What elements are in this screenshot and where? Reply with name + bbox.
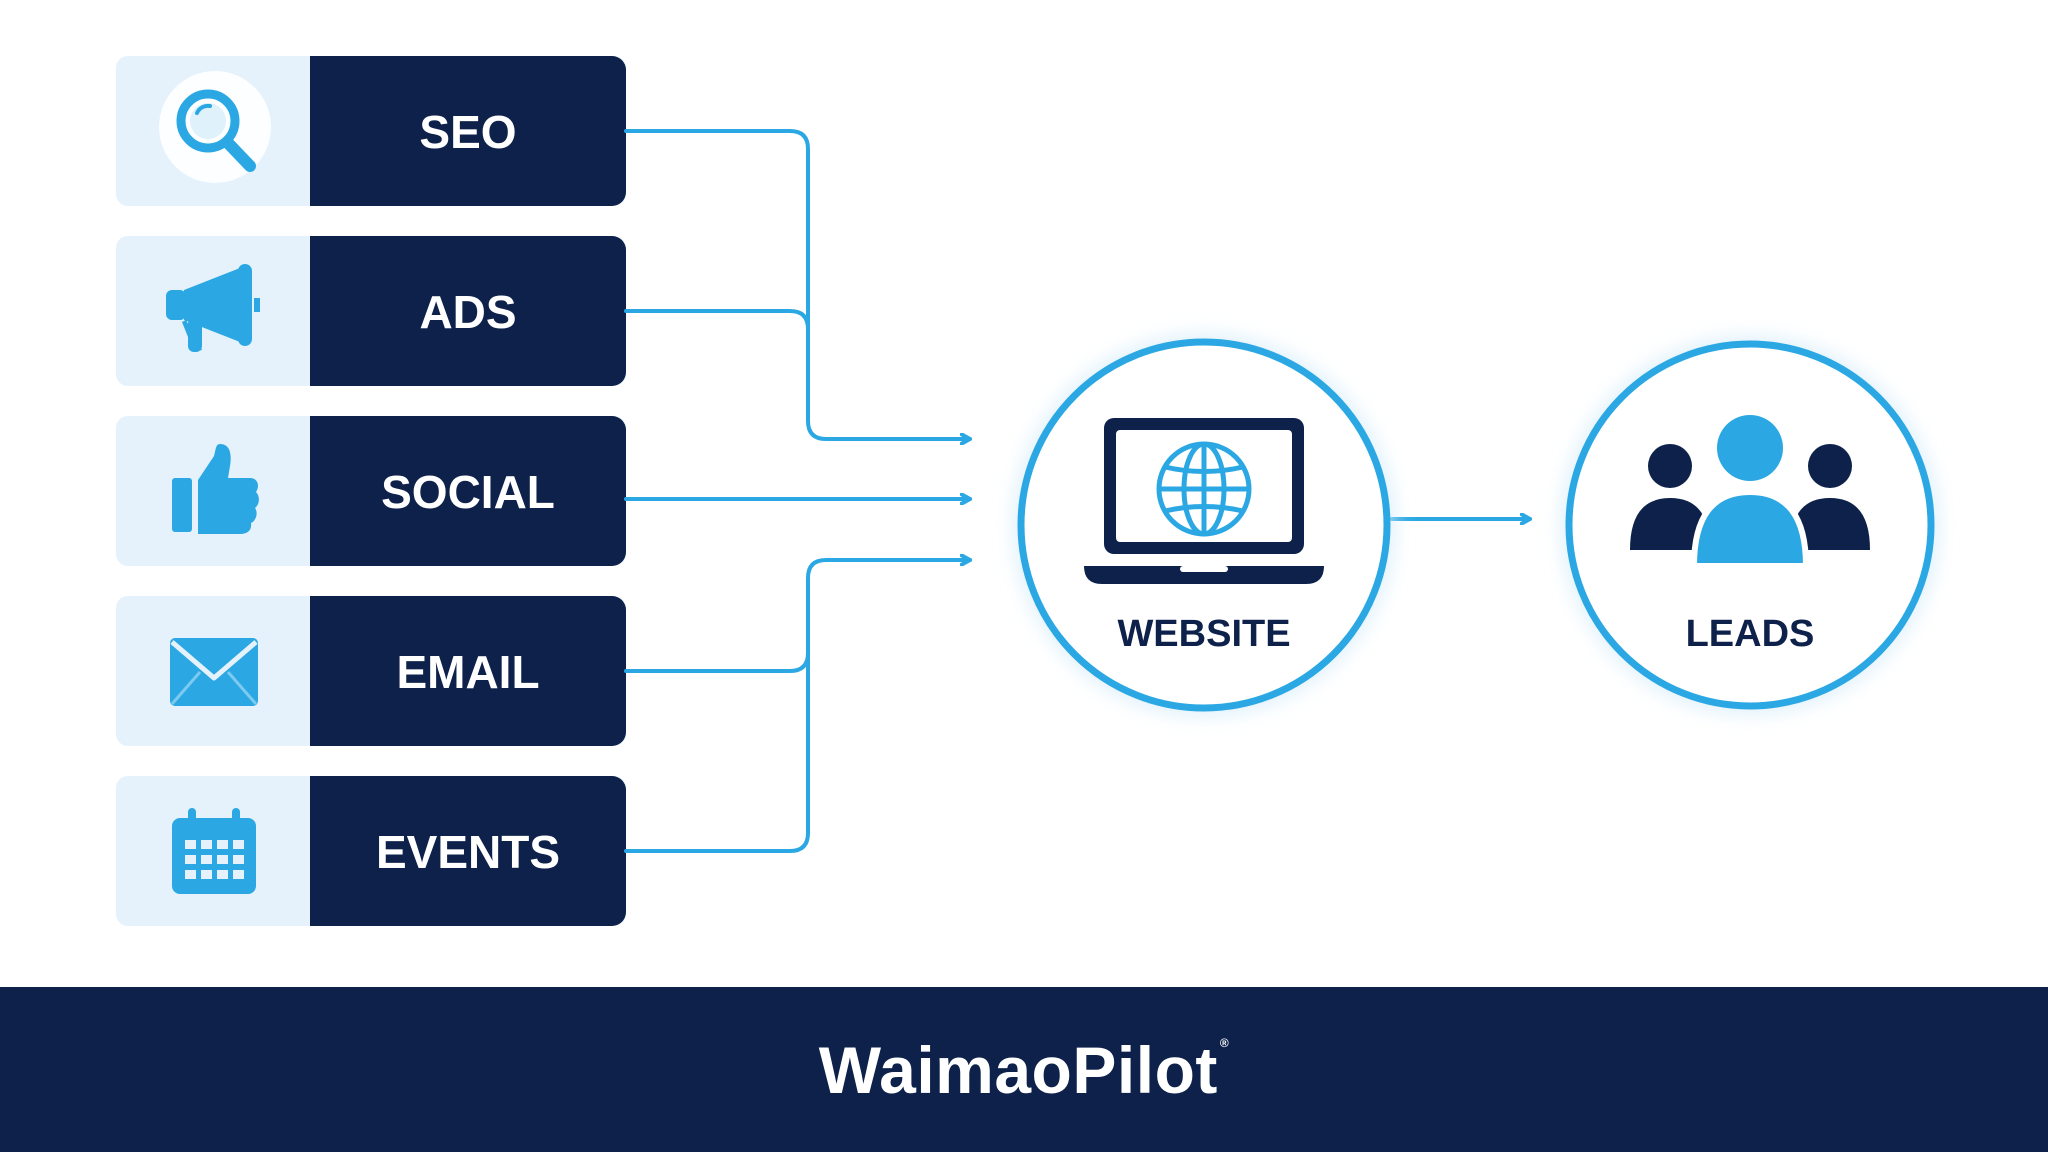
thumbs-up-icon: [172, 444, 259, 534]
brand-logo: WaimaoPilot®: [819, 1032, 1229, 1108]
connectors: [624, 129, 1532, 853]
leads-node: LEADS: [1562, 337, 1938, 713]
website-label: WEBSITE: [1117, 613, 1290, 655]
connector-email: [624, 651, 810, 673]
connector-seo: [624, 129, 972, 439]
brand-name: WaimaoPilot: [818, 1032, 1218, 1107]
channel-ads: ADS: [116, 236, 626, 386]
channel-email: EMAIL: [116, 596, 626, 746]
leads-label: LEADS: [1686, 613, 1815, 655]
laptop-globe-icon: [1084, 418, 1324, 584]
megaphone-icon: [166, 264, 260, 352]
channel-events: EVENTS: [116, 776, 626, 926]
people-icon: [1630, 415, 1870, 569]
registered-mark: ®: [1219, 1035, 1230, 1050]
footer-bar: WaimaoPilot®: [0, 987, 2048, 1152]
channel-social: SOCIAL: [116, 416, 626, 566]
channel-label-email: EMAIL: [396, 646, 539, 698]
channel-label-ads: ADS: [419, 286, 516, 338]
calendar-icon: [172, 808, 256, 894]
channel-label-events: EVENTS: [376, 826, 560, 878]
envelope-icon: [170, 638, 258, 706]
channel-label-social: SOCIAL: [381, 466, 555, 518]
channel-label-seo: SEO: [419, 106, 516, 158]
connector-events: [624, 560, 972, 853]
website-node: WEBSITE: [1014, 335, 1394, 715]
channel-seo: SEO: [116, 56, 626, 206]
search-icon: [159, 71, 271, 183]
connector-ads: [624, 309, 810, 331]
